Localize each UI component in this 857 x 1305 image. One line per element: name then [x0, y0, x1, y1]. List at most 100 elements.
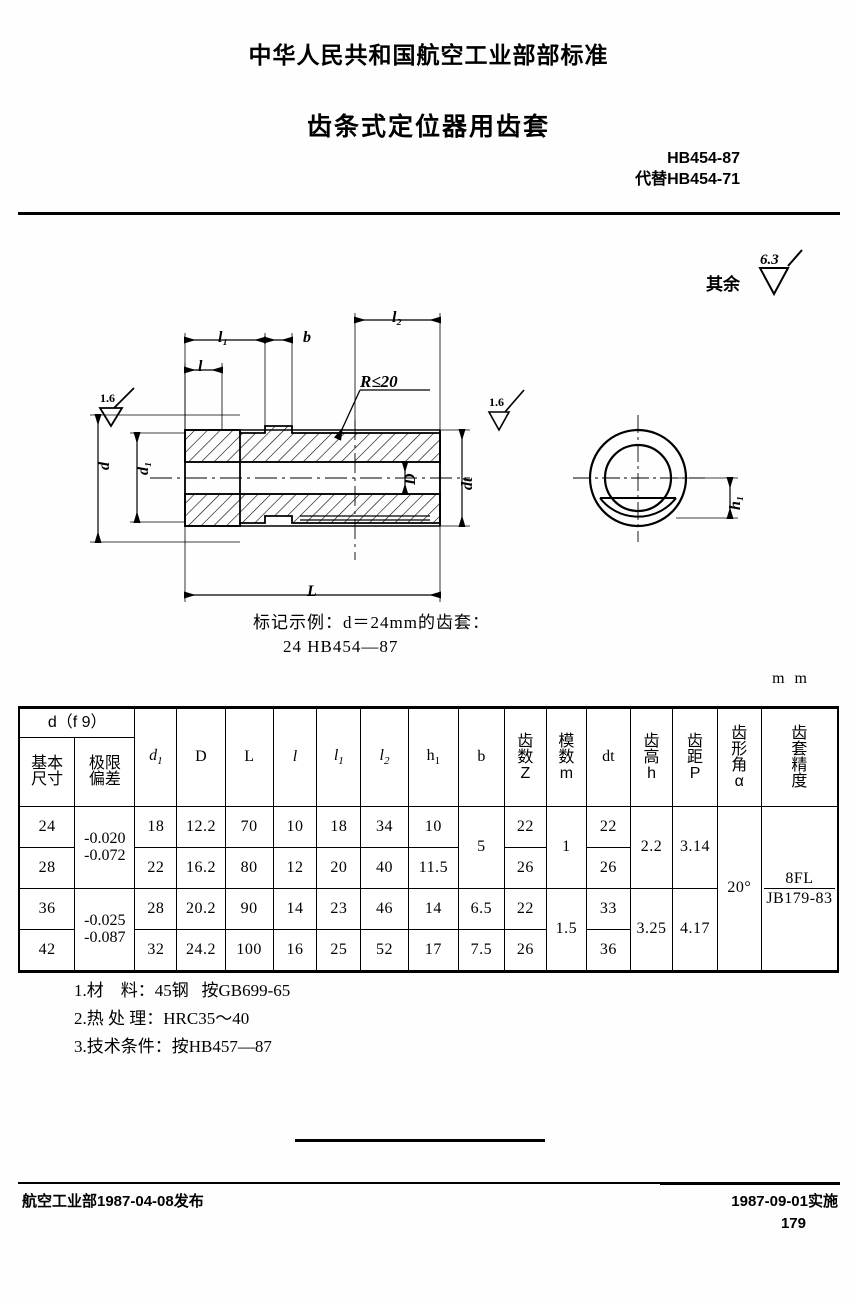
cell-l2: 34	[360, 806, 409, 848]
cell-D: 24.2	[176, 929, 226, 972]
cell-d-tolerance: -0.020 -0.072	[74, 806, 136, 889]
header-d-basic: 基本尺寸	[18, 737, 76, 807]
page-number: 179	[780, 1215, 806, 1232]
cell-D: 16.2	[176, 847, 226, 889]
cell-d1: 22	[134, 847, 178, 889]
cell-l: 16	[272, 929, 318, 972]
cell-b: 5	[457, 806, 505, 889]
note-material: 1.材 料：45钢 按GB699-65	[74, 981, 291, 1000]
header-h1: h1	[407, 707, 459, 807]
cell-b: 7.5	[457, 929, 505, 972]
cell-l1: 18	[316, 806, 362, 848]
header-l2: l2	[360, 707, 409, 807]
header-b: b	[457, 707, 505, 807]
cell-h1: 11.5	[407, 847, 459, 889]
cell-D: 12.2	[176, 806, 226, 848]
cell-d-basic: 24	[18, 806, 76, 848]
cell-l2: 52	[360, 929, 409, 972]
table-row: 36 -0.025 -0.087 28 20.2 90 14 23 46 14 …	[18, 888, 838, 972]
header-dt: dt	[585, 707, 631, 807]
cell-l2: 40	[360, 847, 409, 889]
issuing-organization: 中华人民共和国航空工业部部标准	[248, 42, 609, 68]
standard-number: HB454-87	[667, 150, 740, 167]
table-row: 28 22 16.2 80 12 20 40 11.5 26 26	[18, 847, 838, 889]
dim-label-d1: d₁	[135, 461, 152, 475]
cell-P: 4.17	[672, 888, 718, 972]
note-technical-conditions: 3.技术条件：按HB457—87	[74, 1037, 272, 1056]
end-view	[573, 415, 738, 542]
cell-d1: 18	[134, 806, 178, 848]
cell-m: 1	[545, 806, 587, 889]
tolerance-lower: -0.087	[84, 928, 126, 946]
note-heat-treatment: 2.热 处 理：HRC35～40	[74, 1009, 250, 1028]
roughness-symbol-left-icon: 1.6	[98, 387, 135, 428]
cell-d1: 32	[134, 929, 178, 972]
dim-label-b: b	[303, 329, 311, 346]
footer-issue-date: 航空工业部1987-04-08发布	[22, 1193, 204, 1210]
standard-replaces: 代替HB454-71	[635, 171, 740, 188]
cell-accuracy: 8FL JB179-83	[760, 806, 839, 972]
header-d-tolerance: 极限偏差	[74, 737, 136, 807]
standard-code-block: HB454-87 代替HB454-71	[0, 148, 740, 190]
table-unit-label: m m	[772, 670, 810, 687]
cell-l1: 23	[316, 888, 362, 930]
marking-example-line2: 24 HB454—87	[283, 637, 399, 656]
cell-l2: 46	[360, 888, 409, 930]
cell-d-basic: 36	[18, 888, 76, 930]
cell-b: 6.5	[457, 888, 505, 930]
footer-divider	[18, 1182, 840, 1184]
header-d-group: d（f 9）	[18, 707, 136, 738]
dim-label-h1: h₁	[727, 495, 744, 510]
table-row: 42 32 24.2 100 16 25 52 17 7.5 26 36	[18, 929, 838, 972]
section-hatch-upper	[184, 425, 441, 463]
rest-roughness-label: 其余	[706, 275, 740, 294]
marking-example-line1: 标记示例：d＝24mm的齿套：	[253, 613, 490, 632]
cell-l: 12	[272, 847, 318, 889]
cell-d1: 28	[134, 888, 178, 930]
cell-h: 3.25	[629, 888, 674, 972]
roughness-right-value: 1.6	[489, 395, 504, 409]
cell-Z: 22	[503, 888, 547, 930]
cell-l1: 20	[316, 847, 362, 889]
cell-dt: 33	[585, 888, 631, 930]
cell-h1: 14	[407, 888, 459, 930]
cell-l: 10	[272, 806, 318, 848]
rest-roughness-value: 6.3	[760, 252, 779, 268]
tolerance-upper: -0.020	[84, 829, 126, 847]
cell-Z: 26	[503, 929, 547, 972]
page-title: 齿条式定位器用齿套	[306, 113, 550, 141]
cell-h1: 10	[407, 806, 459, 848]
cell-m: 1.5	[545, 888, 587, 972]
cell-d-basic: 28	[18, 847, 76, 889]
cell-l: 14	[272, 888, 318, 930]
cell-L: 80	[224, 847, 274, 889]
radius-note: R≤20	[360, 372, 398, 391]
cell-Z: 26	[503, 847, 547, 889]
cell-D: 20.2	[176, 888, 226, 930]
dim-label-l: l	[198, 358, 203, 375]
dim-label-l2: l₂	[392, 309, 403, 326]
cell-l1: 25	[316, 929, 362, 972]
table-header-sub-row: 基本尺寸 极限偏差	[18, 737, 838, 807]
accuracy-grade: 8FL	[764, 869, 835, 889]
cell-h: 2.2	[629, 806, 674, 889]
section-divider	[295, 1139, 545, 1142]
dim-label-l1: l₁	[218, 329, 229, 346]
cell-h1: 17	[407, 929, 459, 972]
cell-d-basic: 42	[18, 929, 76, 972]
header-D: D	[176, 707, 226, 807]
table-row: 24 -0.020 -0.072 18 12.2 70 10 18 34 10 …	[18, 806, 839, 972]
header-l1: l1	[316, 707, 362, 807]
cell-L: 100	[224, 929, 274, 972]
dim-label-D: D	[402, 473, 419, 485]
dim-label-L: L	[307, 583, 317, 600]
cell-dt: 36	[585, 929, 631, 972]
